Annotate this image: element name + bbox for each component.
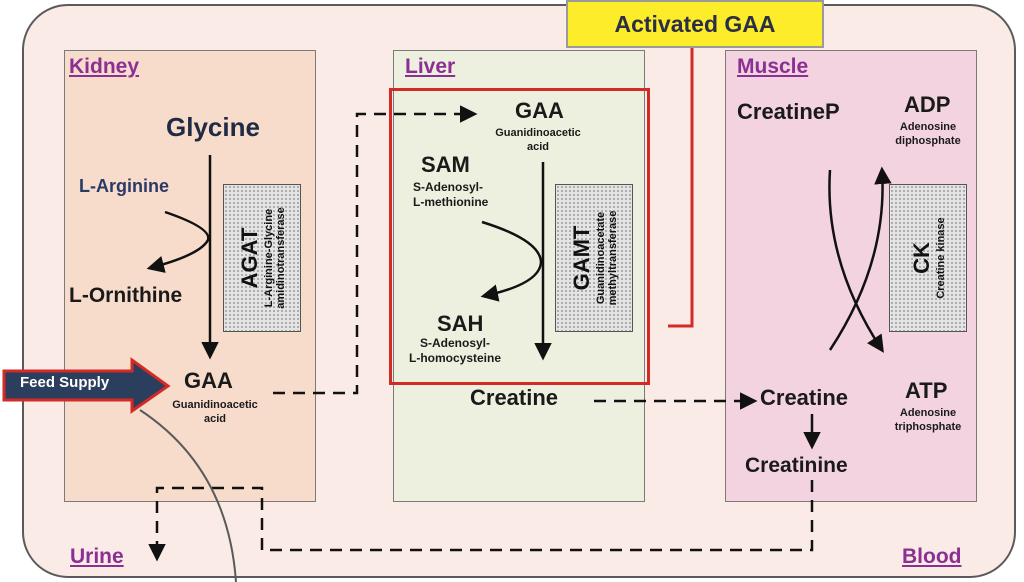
gamt-label: GAMT	[569, 225, 594, 291]
ck-fullname: Creatine kinase	[935, 217, 947, 299]
liver-gaa-label: GAA	[515, 98, 564, 123]
atp-label: ATP	[905, 378, 948, 403]
agat-fullname-line1: L-Arginine-Glycine	[263, 208, 275, 308]
agat-fullname-line2: amidinotransferase	[275, 207, 287, 309]
creatinep-label: CreatineP	[737, 99, 840, 124]
feed-supply-label: Feed Supply	[20, 374, 110, 391]
agat-label: AGAT	[237, 227, 262, 289]
sah-fullname: S-Adenosyl-L-homocysteine	[409, 336, 502, 365]
sah-label: SAH	[437, 311, 484, 336]
sam-label: SAM	[421, 152, 470, 177]
kidney-label: Kidney	[69, 55, 140, 78]
l-arginine-label: L-Arginine	[79, 176, 169, 196]
muscle-label: Muscle	[737, 55, 809, 78]
muscle-creatine-label: Creatine	[760, 385, 849, 410]
gamt-fullname-line2: methyltransferase	[607, 210, 619, 306]
ck-label: CK	[909, 242, 934, 274]
gamt-enzyme-box: GAMT Guanidinoacetate methyltransferase	[555, 184, 633, 332]
creatinine-label: Creatinine	[745, 454, 848, 477]
kidney-gaa-label: GAA	[184, 368, 233, 393]
blood-label: Blood	[902, 545, 962, 568]
liver-label: Liver	[405, 55, 456, 78]
gamt-fullname-line1: Guanidinoacetate	[595, 211, 607, 305]
l-ornithine-label: L-Ornithine	[69, 284, 183, 307]
agat-enzyme-box: AGAT L-Arginine-Glycine amidinotransfera…	[223, 184, 301, 332]
sam-fullname: S-Adenosyl-L-methionine	[413, 180, 489, 209]
adp-label: ADP	[904, 92, 951, 117]
urine-label: Urine	[70, 545, 124, 568]
glycine-label: Glycine	[166, 112, 260, 142]
ck-enzyme-box: CK Creatine kinase	[889, 184, 967, 332]
activated-gaa-banner: Activated GAA	[566, 0, 824, 48]
liver-creatine-label: Creatine	[470, 385, 559, 410]
